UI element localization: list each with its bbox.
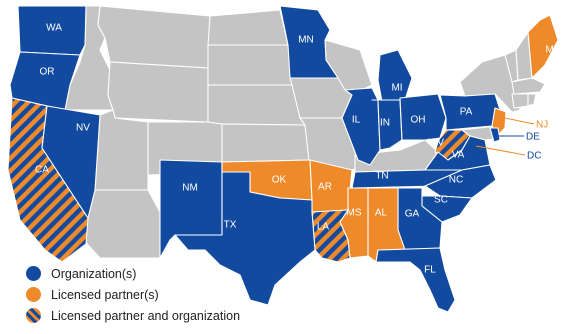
- label-ga: GA: [405, 209, 420, 220]
- state-tx: [174, 161, 316, 306]
- state-ks: [221, 123, 311, 163]
- label-ok: OK: [272, 175, 287, 186]
- organization-swatch-icon: [26, 266, 41, 281]
- legend: Organization(s) Licensed partner(s) Lice…: [26, 263, 240, 326]
- state-mn: [279, 5, 339, 79]
- state-il: [341, 87, 381, 166]
- state-labels: WA OR CA NV MN MI IL IN OH PA WV VA NM O…: [35, 23, 561, 276]
- state-mi: [377, 49, 413, 103]
- state-nd: [207, 9, 289, 46]
- label-tn: TN: [375, 171, 388, 182]
- label-or: OR: [40, 67, 55, 78]
- legend-item-partner: Licensed partner(s): [26, 284, 240, 305]
- legend-item-both: Licensed partner and organization: [26, 305, 240, 326]
- legend-label: Licensed partner and organization: [51, 308, 241, 323]
- label-il: IL: [352, 115, 361, 126]
- label-nm: NM: [182, 183, 198, 194]
- label-wv: WV: [428, 138, 444, 149]
- label-pa: PA: [460, 107, 473, 118]
- unlisted-states: [64, 5, 546, 259]
- state-de: [489, 127, 501, 143]
- label-ms: MS: [347, 208, 362, 219]
- state-sd: [207, 44, 293, 86]
- legend-item-organization: Organization(s): [26, 263, 240, 284]
- label-fl: FL: [424, 265, 436, 276]
- legend-label: Organization(s): [51, 266, 137, 281]
- label-tx: TX: [224, 220, 237, 231]
- highlighted-states: [7, 5, 559, 313]
- label-mn: MN: [298, 35, 314, 46]
- state-me: [527, 14, 559, 79]
- state-nv: [41, 105, 101, 219]
- label-me: ME: [546, 45, 561, 56]
- state-ct: [511, 93, 529, 109]
- label-ca: CA: [35, 165, 49, 176]
- state-ne: [207, 84, 306, 126]
- leader-dc: [475, 145, 526, 156]
- label-de: DE: [526, 132, 540, 143]
- label-al: AL: [375, 208, 388, 219]
- state-mt: [97, 5, 211, 69]
- state-ri: [527, 93, 537, 107]
- label-sc: SC: [434, 195, 448, 206]
- label-wa: WA: [46, 23, 62, 34]
- label-va: VA: [452, 150, 465, 161]
- state-wy: [107, 61, 209, 123]
- state-ut: [94, 109, 149, 191]
- label-in: IN: [380, 118, 390, 129]
- state-la: [311, 209, 351, 263]
- state-wa: [17, 5, 87, 56]
- leader-nj: [504, 117, 535, 125]
- partner-swatch-icon: [26, 287, 41, 302]
- leader-lines: [475, 117, 535, 156]
- state-fl: [375, 247, 456, 313]
- label-ar: AR: [318, 182, 332, 193]
- state-ma: [511, 77, 546, 95]
- label-nv: NV: [76, 123, 90, 134]
- label-mi: MI: [391, 83, 402, 94]
- partner-and-organization-swatch-icon: [26, 308, 41, 323]
- label-nc: NC: [449, 175, 463, 186]
- legend-label: Licensed partner(s): [51, 287, 159, 302]
- label-oh: OH: [411, 115, 426, 126]
- label-nj: NJ: [536, 120, 548, 131]
- label-dc: DC: [527, 151, 541, 162]
- label-la: LA: [317, 222, 330, 233]
